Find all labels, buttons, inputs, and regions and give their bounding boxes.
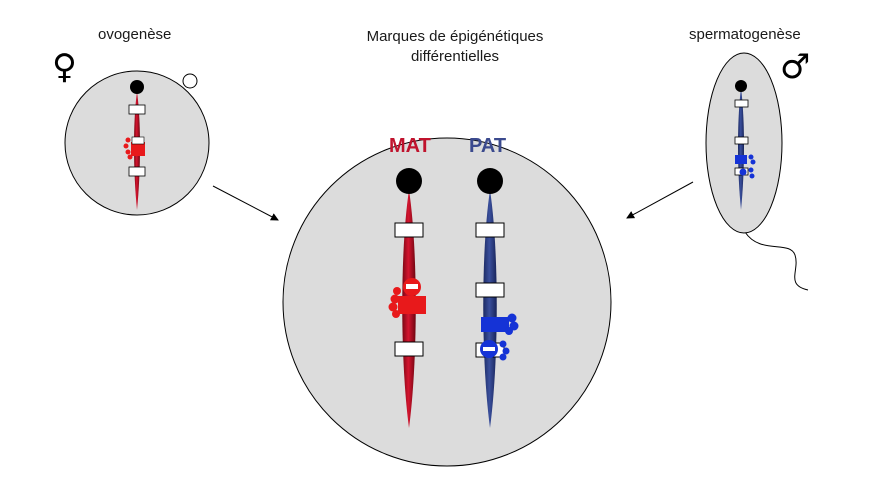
- title-line-2: différentielles: [410, 48, 500, 65]
- polar-body: [182, 73, 198, 89]
- maternal-chromosome: [388, 168, 426, 428]
- zygote-body: [282, 137, 612, 467]
- diagram-title: Marques de épigénétiques différentielles: [330, 27, 580, 67]
- oocyte-chromosome: [123, 80, 146, 210]
- female-symbol-icon: ♀: [52, 47, 77, 87]
- title-line-1: Marques de épigénétiques: [366, 28, 544, 45]
- arrow-icon: [212, 185, 279, 221]
- paternal-chromosome: [475, 168, 519, 428]
- oogenesis-label: ovogenèse: [98, 26, 172, 43]
- oocyte-cell: [64, 70, 210, 216]
- arrow-icon: [626, 181, 694, 219]
- sperm-chromosome: [734, 80, 756, 210]
- sperm-cell: [705, 52, 809, 291]
- male-symbol-icon: ♂: [780, 47, 811, 87]
- zygote-cell: [282, 137, 612, 467]
- sperm-tail: [744, 231, 809, 291]
- pat-label: PAT: [469, 135, 507, 157]
- mat-label: MAT: [389, 135, 431, 157]
- spermatogenesis-label: spermatogenèse: [689, 26, 801, 43]
